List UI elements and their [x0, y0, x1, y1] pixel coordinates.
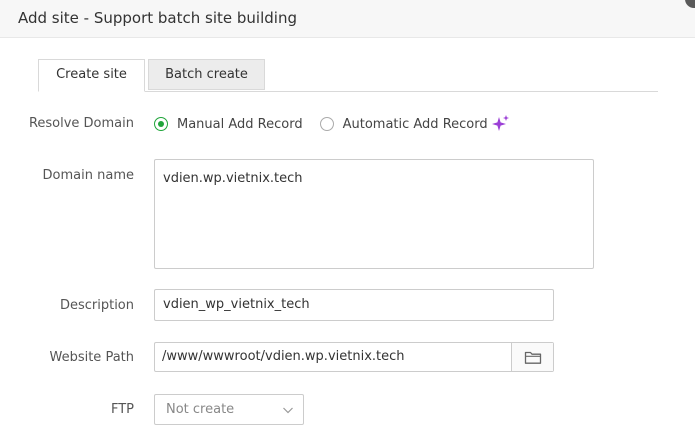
website-path-field: /www/wwwroot/vdien.wp.vietnix.tech [154, 342, 554, 372]
resolve-domain-label: Resolve Domain [28, 116, 134, 131]
ftp-select[interactable]: Not create [154, 394, 304, 425]
resolve-domain-radio-group: Manual Add Record Automatic Add Record [154, 114, 511, 134]
dialog-title: Add site - Support batch site building [18, 9, 297, 27]
dialog-header: Add site - Support batch site building [0, 0, 695, 38]
folder-icon [524, 351, 541, 364]
radio-automatic-add-record[interactable] [319, 117, 334, 131]
ftp-select-value: Not create [166, 402, 235, 417]
close-icon[interactable] [685, 0, 695, 8]
radio-manual-add-record[interactable] [154, 117, 168, 131]
domain-name-textarea[interactable]: vdien.wp.vietnix.tech [154, 159, 594, 269]
radio-label-manual[interactable]: Manual Add Record [177, 116, 303, 132]
tab-bar: Create site Batch create [38, 59, 658, 92]
website-path-input[interactable]: /www/wwwroot/vdien.wp.vietnix.tech [162, 349, 405, 364]
tab-create-site[interactable]: Create site [38, 59, 145, 92]
tab-batch-create[interactable]: Batch create [148, 59, 265, 90]
description-input[interactable]: vdien_wp_vietnix_tech [154, 289, 554, 321]
radio-label-automatic[interactable]: Automatic Add Record [342, 116, 488, 132]
browse-folder-button[interactable] [511, 343, 553, 371]
radio-option-manual[interactable]: Manual Add Record [154, 117, 303, 132]
website-path-label: Website Path [49, 350, 134, 365]
chevron-down-icon [283, 407, 293, 414]
ftp-label: FTP [110, 402, 134, 417]
domain-name-label: Domain name [42, 168, 134, 183]
description-label: Description [59, 298, 134, 313]
sparkle-icon [491, 115, 509, 131]
radio-option-automatic[interactable]: Automatic Add Record [319, 114, 511, 134]
